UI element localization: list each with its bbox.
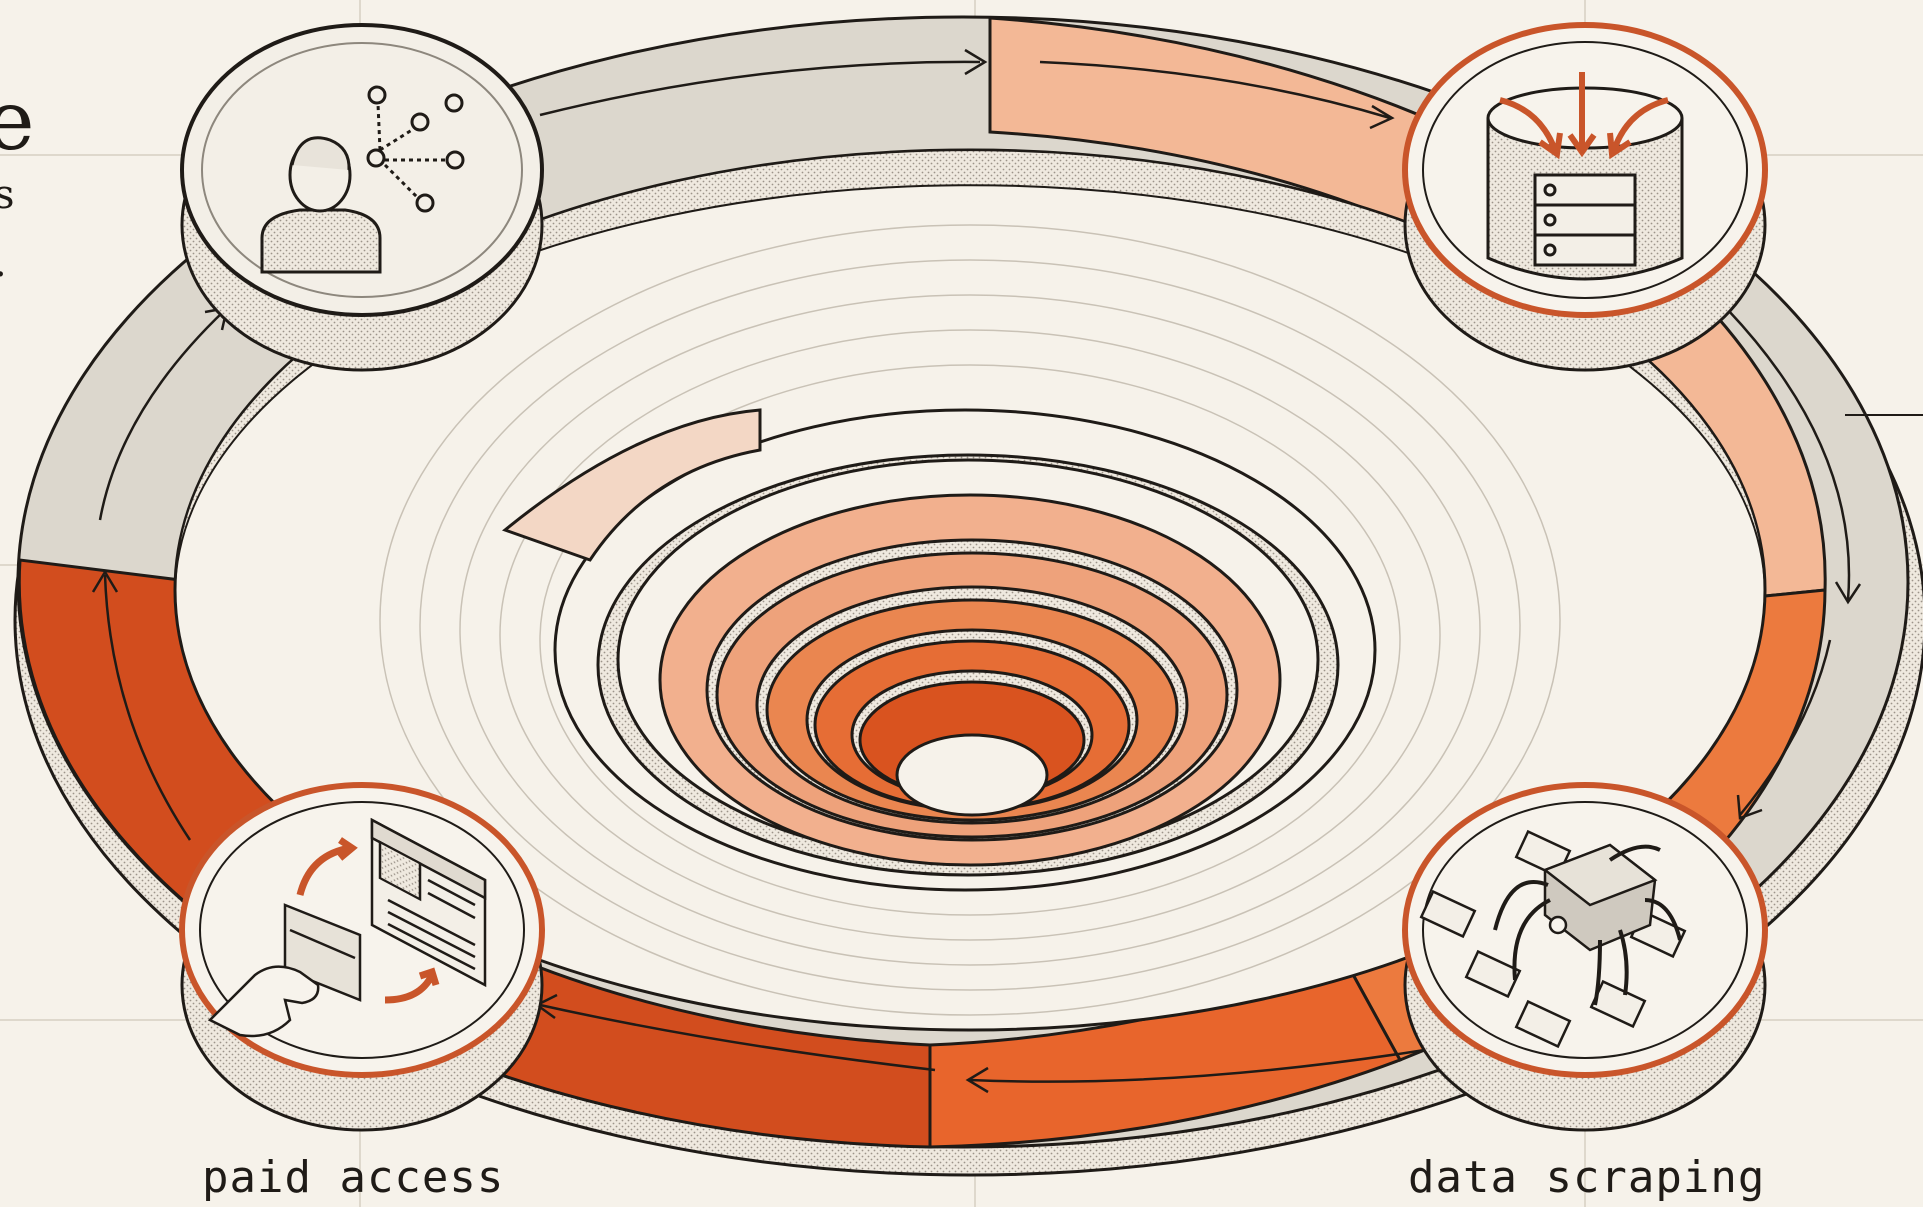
label-paid-access: paid access [202, 1152, 505, 1203]
node-user-network [180, 23, 544, 372]
user-network-icon [260, 85, 465, 274]
spider-bot-icon [1419, 829, 1687, 1049]
node-data-scraping [1402, 782, 1768, 1132]
flow-arrows [91, 48, 1862, 1094]
card-payment-icon [207, 817, 487, 1038]
cropped-title-text: e [0, 74, 35, 169]
label-data-scraping: data scraping [1408, 1152, 1766, 1203]
node-paid-access [179, 782, 545, 1132]
concentric-guides [379, 224, 1561, 1016]
node-data-storage [1402, 22, 1768, 372]
cropped-body-text-2: . [0, 240, 7, 286]
spiral-funnel [501, 408, 1377, 892]
ring-inner-wall [173, 149, 1766, 601]
database-server-icon [1486, 72, 1684, 281]
cropped-body-text-1: s [0, 172, 15, 218]
